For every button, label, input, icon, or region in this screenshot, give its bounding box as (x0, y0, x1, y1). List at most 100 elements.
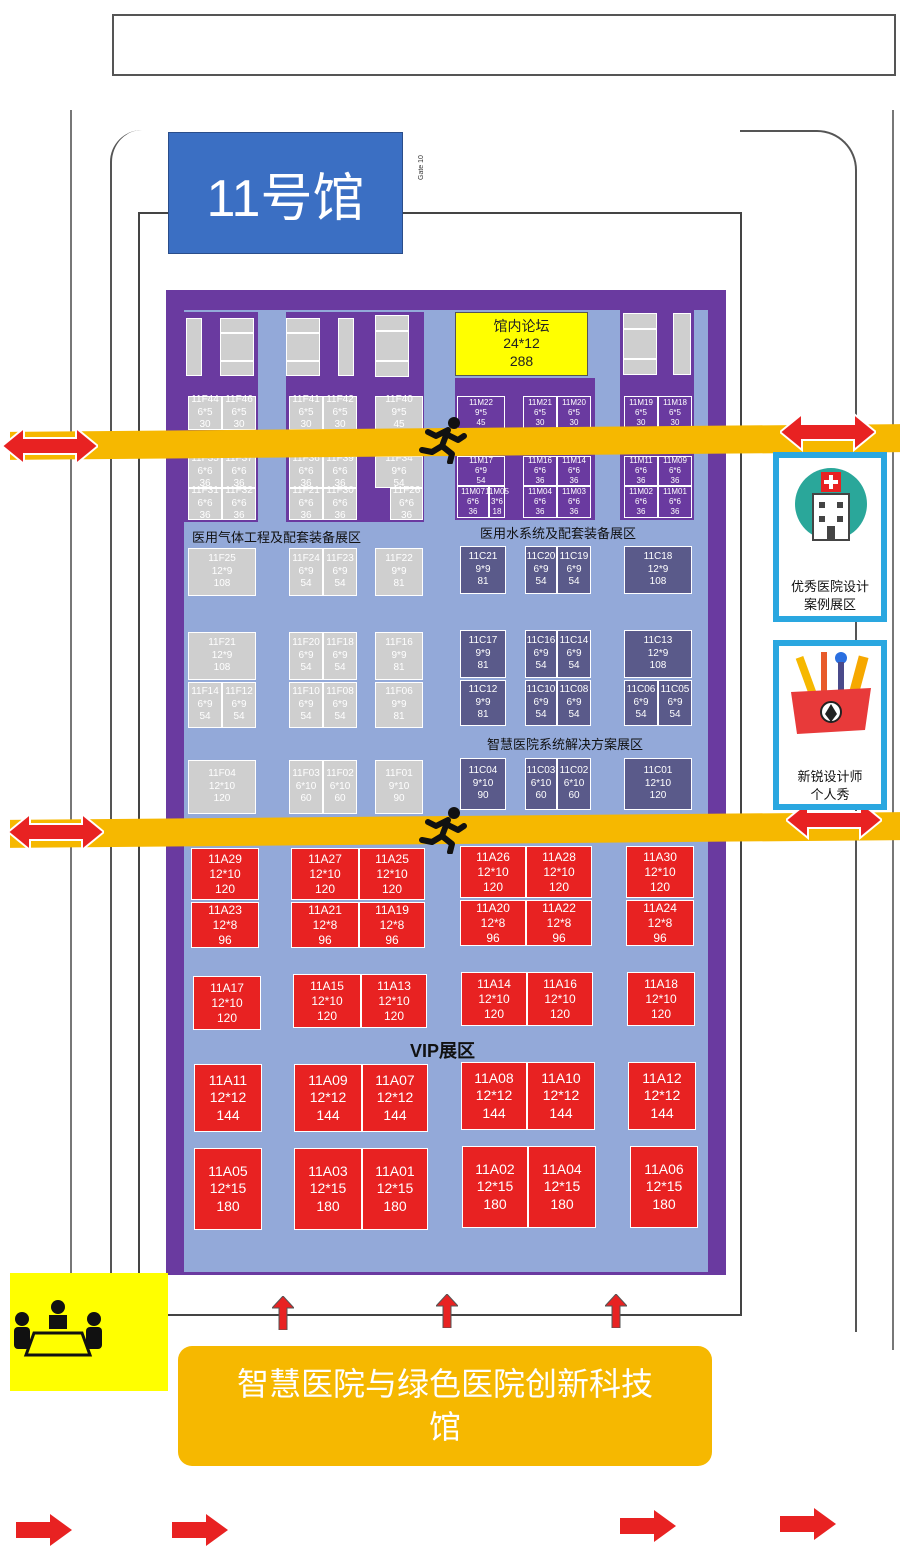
booth-small[interactable] (338, 318, 354, 376)
booth-small[interactable] (220, 318, 254, 376)
booth-small[interactable] (286, 318, 320, 376)
side-card-designer[interactable]: 新锐设计师 个人秀 (773, 640, 887, 810)
booth-small[interactable] (673, 313, 691, 375)
booth-small[interactable] (623, 313, 657, 375)
booth-small[interactable] (186, 318, 202, 376)
bottom-hall-box[interactable]: 智慧医院与绿色医院创新科技 馆 (178, 1346, 712, 1466)
booth-small[interactable] (375, 315, 409, 377)
side-card-hospital[interactable]: 优秀医院设计 案例展区 (773, 452, 887, 622)
meeting-box[interactable] (10, 1273, 168, 1391)
forum-booth[interactable]: 馆内论坛 24*12 288 (455, 312, 588, 376)
